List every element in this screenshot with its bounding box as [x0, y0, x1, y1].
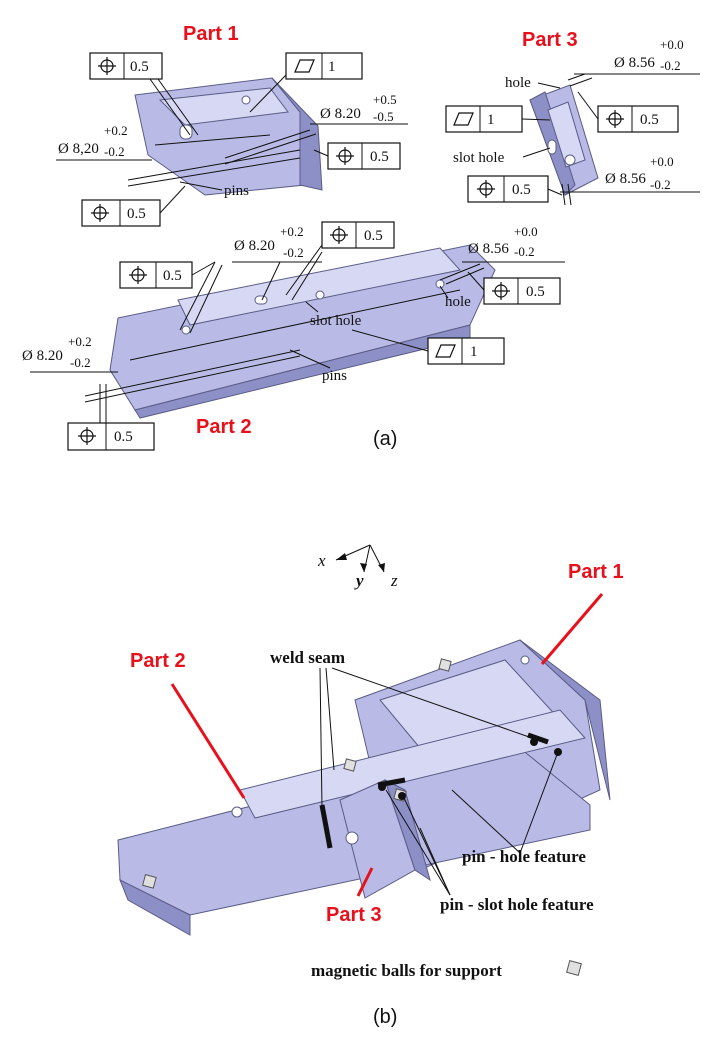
part2-fcf-flatness: 1	[351, 329, 505, 365]
part2-b-label: Part 2	[130, 650, 186, 672]
part3-fcf-position-right: 0.5	[577, 91, 679, 133]
part2-dim-right-tol-lower: -0.2	[514, 244, 535, 259]
pin-slot-hole-feature-label: pin - slot hole feature	[440, 895, 594, 914]
part2-pins: pins	[322, 368, 347, 384]
part2-dim-right-dia: Ø 8.56	[468, 241, 509, 257]
part1-dim-tol-lower: -0.5	[373, 109, 394, 124]
panel-a: Part 1 0.5 1 Ø 8.20 +0.5 -0.5	[22, 23, 700, 451]
part2-dim-tol-upper: +0.2	[280, 224, 304, 239]
part3-leader	[356, 867, 374, 897]
part1-fcf-right-value: 0.5	[370, 149, 389, 165]
axis-y-label: y	[354, 571, 364, 590]
part3-fcf-bottom-value: 0.5	[512, 182, 531, 198]
part1-fcf-flatness: 1	[249, 52, 363, 113]
part2-fcf-flat-value: 1	[470, 344, 478, 360]
part1-dim-tol-upper: +0.5	[373, 92, 397, 107]
part1-label: Part 1	[183, 23, 239, 45]
part2-dim-left-dia: Ø 8.20	[22, 348, 63, 364]
weld-seam-label: weld seam	[270, 648, 345, 667]
pin-hole-feature-label: pin - hole feature	[462, 847, 586, 866]
part3-drawing	[529, 84, 599, 196]
part2-dim-left-tol-upper: +0.2	[68, 334, 92, 349]
part3-fcf-right-value: 0.5	[640, 112, 659, 128]
part3-fcf-flat-value: 1	[487, 112, 495, 128]
part2-fcf-right-value: 0.5	[526, 284, 545, 300]
part2-drawing	[109, 244, 496, 419]
part1-dim2-dia: Ø 8,20	[58, 141, 99, 157]
part3-dim-tol-upper: +0.0	[660, 37, 684, 52]
part3-dim2-tol-lower: -0.2	[650, 177, 671, 192]
part3-dim2-tol-upper: +0.0	[650, 154, 674, 169]
part2-fcf-left-value: 0.5	[163, 268, 182, 284]
part3-slot-hole: slot hole	[453, 150, 505, 166]
part1-fcf-top-value: 0.5	[130, 59, 149, 75]
part3-dim2-dia: Ø 8.56	[605, 171, 646, 187]
part2-fcf-bottom-value: 0.5	[114, 429, 133, 445]
part2-leader	[170, 683, 246, 799]
axis-triad: x y z	[317, 544, 398, 590]
part3-label: Part 3	[522, 29, 578, 51]
part1-dim-dia: Ø 8.20	[320, 106, 361, 122]
part2-dim-right-tol-upper: +0.0	[514, 224, 538, 239]
part1-pins: pins	[224, 183, 249, 199]
part1-drawing	[134, 77, 323, 196]
part1-fcf-bottom-value: 0.5	[127, 206, 146, 222]
part3-dim-dia: Ø 8.56	[614, 55, 655, 71]
magnetic-ball-icon	[566, 960, 582, 976]
part2-fcf-position-right: 0.5	[467, 271, 561, 305]
part1-dim2-tol-lower: -0.2	[104, 144, 125, 159]
part2-fcf-position-bottom: 0.5	[67, 384, 155, 451]
part3-hole: hole	[505, 75, 531, 91]
part1-fcf-flat-value: 1	[328, 59, 336, 75]
part1-fcf-position-right: 0.5	[313, 142, 401, 170]
part1-dim2-tol-upper: +0.2	[104, 123, 128, 138]
axis-x-label: x	[317, 551, 326, 570]
part2-hole: hole	[445, 294, 471, 310]
part1-leader	[540, 593, 604, 665]
part1-b-label: Part 1	[568, 561, 624, 583]
part1-fcf-position-top: 0.5	[89, 52, 199, 136]
caption-b: (b)	[373, 1006, 397, 1028]
part3-fcf-flatness: 1	[445, 105, 551, 133]
part2-fcf-position-top: 0.5	[285, 221, 395, 301]
part2-slot-hole: slot hole	[310, 313, 362, 329]
part2-dim-dia: Ø 8.20	[234, 238, 275, 254]
part3-b-label: Part 3	[326, 904, 382, 926]
axis-z-label: z	[390, 571, 398, 590]
part2-dim-left-tol-lower: -0.2	[70, 355, 91, 370]
panel-b: x y z	[117, 544, 624, 1028]
part2-dim-tol-lower: -0.2	[283, 245, 304, 260]
part1-fcf-position-bottom: 0.5	[81, 185, 186, 227]
part2-label: Part 2	[196, 416, 252, 438]
part2-fcf-position-left: 0.5	[119, 261, 223, 334]
part3-fcf-position-bottom: 0.5	[467, 175, 563, 203]
part3-dim-tol-lower: -0.2	[660, 58, 681, 73]
magnetic-balls-legend: magnetic balls for support	[311, 961, 502, 980]
caption-a: (a)	[373, 428, 397, 450]
part2-fcf-top-value: 0.5	[364, 228, 383, 244]
assembly-drawing	[117, 639, 611, 936]
